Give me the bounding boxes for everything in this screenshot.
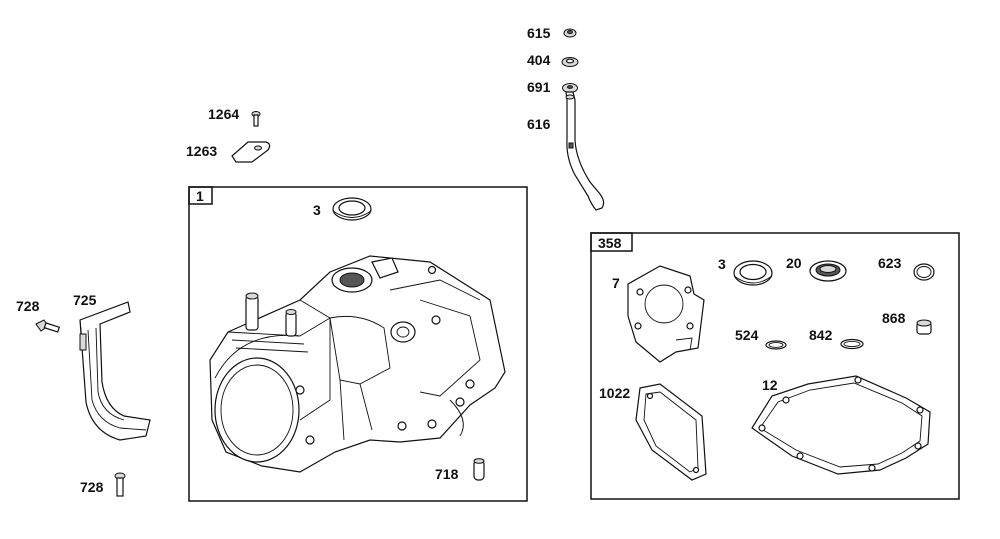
label-615: 615	[527, 25, 551, 41]
part-615-cap[interactable]	[563, 28, 577, 38]
part-3-oil-seal[interactable]	[332, 197, 372, 221]
part-1264-screw[interactable]	[251, 111, 261, 127]
label-358: 358	[598, 235, 622, 251]
kit-box-1	[188, 186, 528, 502]
part-12-crankcase-gasket[interactable]	[751, 375, 931, 475]
part-691-grommet[interactable]	[562, 83, 578, 93]
label-3-kit: 3	[718, 256, 726, 272]
part-728-screw-top[interactable]	[35, 319, 61, 333]
label-718: 718	[435, 466, 459, 482]
kit-box-358	[590, 232, 960, 500]
label-12: 12	[762, 377, 778, 393]
label-1022: 1022	[599, 385, 630, 401]
label-616: 616	[527, 116, 551, 132]
part-7-head-gasket[interactable]	[627, 265, 705, 363]
label-404: 404	[527, 52, 551, 68]
label-868: 868	[882, 310, 906, 326]
kit-box-1-tag	[188, 186, 213, 205]
label-20: 20	[786, 255, 802, 271]
label-725: 725	[73, 292, 97, 308]
part-718-dowel-pin[interactable]	[473, 458, 485, 481]
part-842-o-ring[interactable]	[840, 338, 864, 350]
part-1-cylinder-block[interactable]	[209, 255, 506, 473]
label-524: 524	[735, 327, 759, 343]
label-728-bottom: 728	[80, 479, 104, 495]
label-623: 623	[878, 255, 902, 271]
label-1: 1	[196, 188, 204, 204]
label-1263: 1263	[186, 143, 217, 159]
label-728-top: 728	[16, 298, 40, 314]
part-20-oil-seal[interactable]	[809, 260, 847, 282]
part-1263-plate[interactable]	[231, 141, 271, 163]
part-725-shield[interactable]	[79, 301, 151, 441]
part-1022-gasket[interactable]	[635, 383, 707, 481]
part-524-o-ring[interactable]	[765, 340, 787, 350]
label-842: 842	[809, 327, 833, 343]
part-868-plug[interactable]	[916, 319, 932, 335]
label-7: 7	[612, 275, 620, 291]
label-1264: 1264	[208, 106, 239, 122]
part-616-dipstick-tube[interactable]	[565, 91, 605, 211]
part-728-screw-bottom[interactable]	[114, 472, 126, 497]
part-623-o-ring[interactable]	[913, 263, 935, 281]
kit-box-358-tag	[590, 232, 633, 252]
label-691: 691	[527, 79, 551, 95]
part-3-kit-oil-seal[interactable]	[733, 260, 773, 286]
part-404-seal[interactable]	[561, 57, 579, 67]
label-3-block: 3	[313, 202, 321, 218]
